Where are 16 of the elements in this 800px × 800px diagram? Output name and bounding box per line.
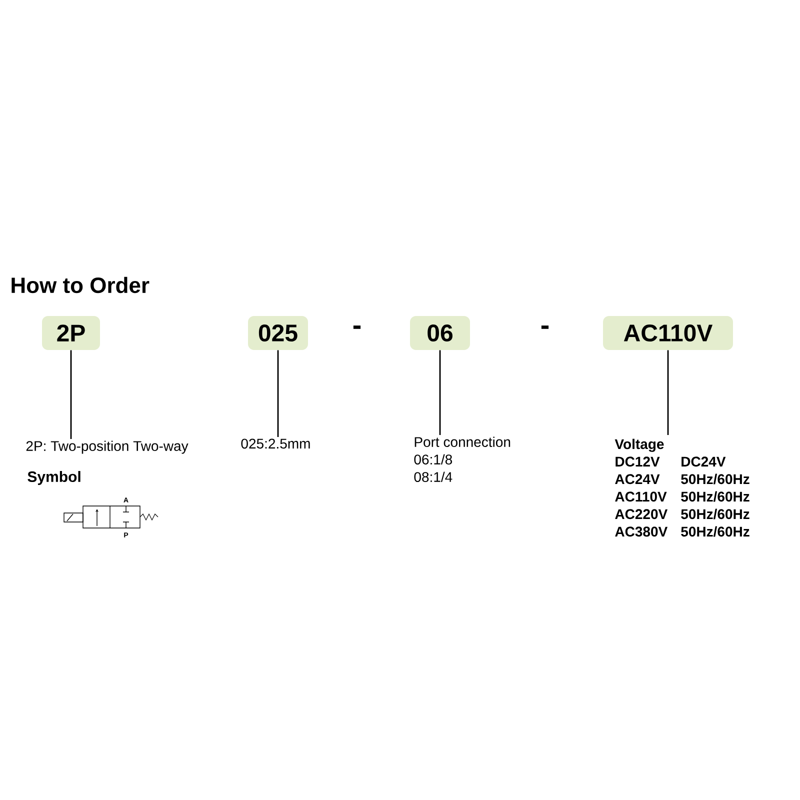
code-box: 06 xyxy=(410,316,470,350)
description-text: 025:2.5mm xyxy=(241,438,310,449)
section-heading: Symbol xyxy=(28,471,80,485)
separator-dash: - xyxy=(541,326,549,329)
separator-dash: - xyxy=(353,326,361,329)
leader-line xyxy=(70,350,72,439)
code-box: AC110V xyxy=(603,316,733,350)
code-box: 2P xyxy=(42,316,100,350)
leader-line xyxy=(667,350,669,435)
leader-line xyxy=(277,350,279,437)
description-text: 2P: Two-position Two-way xyxy=(26,440,188,454)
description-text: Port connection 06:1/8 08:1/4 xyxy=(414,436,510,482)
title: How to Order xyxy=(12,276,150,294)
description-text: Voltage DC12V DC24V AC24V 50Hz/60Hz AC110V 50Hz/60Hz AC220V 50Hz/60Hz AC380V 50Hz/60Hz xyxy=(614,438,750,537)
code-box: 025 xyxy=(248,316,308,350)
leader-line xyxy=(439,350,441,435)
